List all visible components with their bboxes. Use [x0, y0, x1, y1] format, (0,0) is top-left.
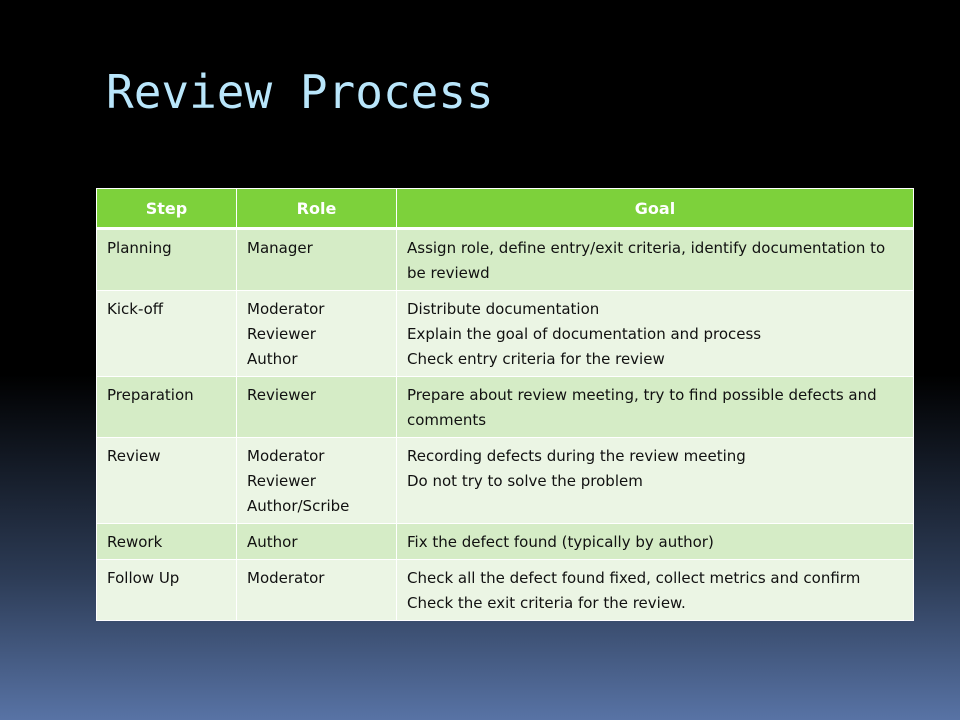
goal-cell: Recording defects during the review meet… [396, 437, 914, 524]
role-item: Reviewer [247, 325, 316, 343]
goal-item: Check the exit criteria for the review. [407, 594, 686, 612]
step-cell: Review [96, 437, 237, 524]
step-cell: Rework [96, 523, 237, 560]
role-item: Reviewer [247, 472, 316, 490]
table-row: Preparation Reviewer Prepare about revie… [96, 376, 914, 438]
role-item: Manager [247, 239, 313, 257]
table-row: Rework Author Fix the defect found (typi… [96, 523, 914, 560]
goal-cell: Fix the defect found (typically by autho… [396, 523, 914, 560]
table-row: Review Moderator Reviewer Author/Scribe … [96, 437, 914, 524]
goal-item: Prepare about review meeting, try to fin… [407, 386, 877, 429]
header-goal: Goal [396, 188, 914, 230]
goal-item: Explain the goal of documentation and pr… [407, 325, 762, 343]
role-cell: Moderator Reviewer Author [236, 290, 397, 377]
role-item: Moderator [247, 300, 325, 318]
step-cell: Preparation [96, 376, 237, 438]
review-process-table: Step Role Goal Planning Manager Assign r… [96, 188, 914, 621]
header-role: Role [236, 188, 397, 230]
role-item: Author [247, 350, 298, 368]
goal-cell: Check all the defect found fixed, collec… [396, 559, 914, 621]
goal-cell: Distribute documentation Explain the goa… [396, 290, 914, 377]
step-cell: Follow Up [96, 559, 237, 621]
goal-item: Recording defects during the review meet… [407, 447, 746, 465]
goal-item: Check entry criteria for the review [407, 350, 665, 368]
table-header-row: Step Role Goal [96, 188, 914, 230]
table-row: Planning Manager Assign role, define ent… [96, 228, 914, 291]
step-cell: Kick-off [96, 290, 237, 377]
step-cell: Planning [96, 228, 237, 291]
goal-cell: Prepare about review meeting, try to fin… [396, 376, 914, 438]
role-cell: Moderator Reviewer Author/Scribe [236, 437, 397, 524]
role-item: Author/Scribe [247, 497, 350, 515]
goal-cell: Assign role, define entry/exit criteria,… [396, 228, 914, 291]
role-item: Moderator [247, 569, 325, 587]
role-item: Moderator [247, 447, 325, 465]
goal-item: Check all the defect found fixed, collec… [407, 569, 861, 587]
table-row: Follow Up Moderator Check all the defect… [96, 559, 914, 621]
role-item: Reviewer [247, 386, 316, 404]
slide-title: Review Process [106, 65, 494, 119]
role-cell: Author [236, 523, 397, 560]
goal-item: Distribute documentation [407, 300, 600, 318]
table-row: Kick-off Moderator Reviewer Author Distr… [96, 290, 914, 377]
role-cell: Manager [236, 228, 397, 291]
header-step: Step [96, 188, 237, 230]
role-cell: Moderator [236, 559, 397, 621]
goal-item: Assign role, define entry/exit criteria,… [407, 239, 886, 282]
role-item: Author [247, 533, 298, 551]
role-cell: Reviewer [236, 376, 397, 438]
goal-item: Do not try to solve the problem [407, 472, 643, 490]
goal-item: Fix the defect found (typically by autho… [407, 533, 714, 551]
